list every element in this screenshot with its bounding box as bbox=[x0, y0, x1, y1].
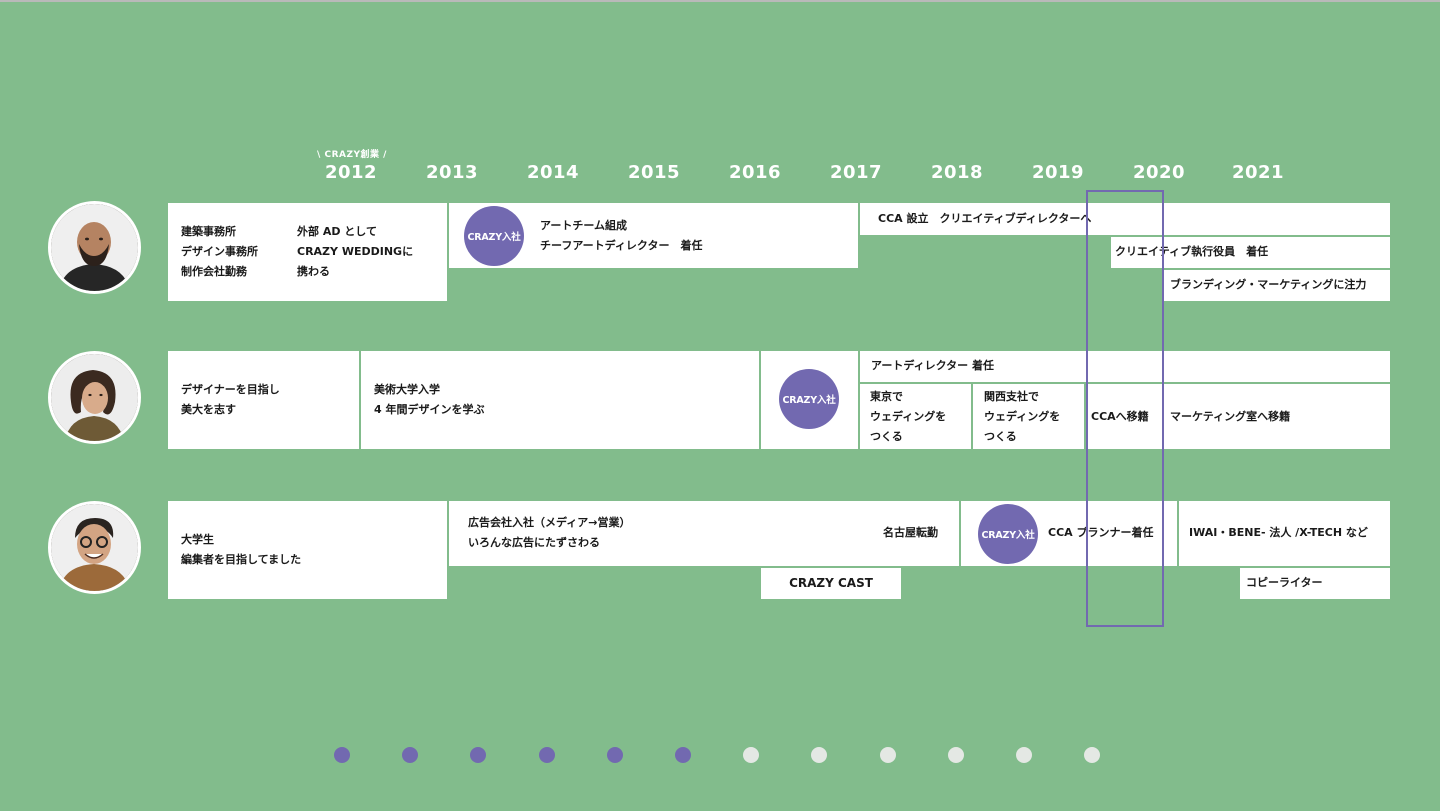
text: つくる bbox=[870, 430, 903, 443]
year-2020: 2020 bbox=[1132, 162, 1186, 183]
text: 美術大学入学 bbox=[374, 383, 440, 396]
pagination-dot-2[interactable] bbox=[402, 747, 419, 763]
text: 外部 AD として bbox=[297, 225, 377, 238]
row3-cell-iwai-bene: IWAI・BENE- 法人 /X-TECH など bbox=[1179, 501, 1390, 566]
text: 美大を志す bbox=[181, 403, 236, 416]
person-1-avatar bbox=[48, 201, 141, 294]
text: マーケティング室へ移籍 bbox=[1170, 410, 1291, 423]
row2-cell-aspire: デザイナーを目指し 美大を志す bbox=[168, 351, 359, 449]
text: 建築事務所 bbox=[181, 225, 236, 238]
row1-crazy-join-badge: CRAZY入社 bbox=[464, 206, 524, 266]
text: コピーライター bbox=[1246, 576, 1323, 589]
row3-crazy-join-badge: CRAZY入社 bbox=[978, 504, 1038, 564]
text: CCA 設立 クリエイティブディレクターへ bbox=[878, 212, 1092, 225]
row2-cell-marketing: マーケティング室へ移籍 bbox=[1164, 384, 1390, 449]
text: 制作会社勤務 bbox=[181, 265, 247, 278]
person-2-avatar bbox=[48, 351, 141, 444]
text: CCA プランナー着任 bbox=[1048, 526, 1154, 539]
text: デザイナーを目指し bbox=[181, 383, 280, 396]
person-3-avatar bbox=[48, 501, 141, 594]
text: 関西支社で bbox=[984, 390, 1039, 403]
text: アートディレクター 着任 bbox=[871, 359, 994, 372]
person-2-portrait bbox=[51, 354, 138, 441]
row1-cell-cca: CCA 設立 クリエイティブディレクターへ bbox=[860, 203, 1390, 235]
text: 広告会社入社（メディア→営業） bbox=[468, 516, 631, 529]
row2-crazy-join-badge: CRAZY入社 bbox=[779, 369, 839, 429]
year-2016: 2016 bbox=[728, 162, 782, 183]
row3-cell-university: 大学生 編集者を目指してました bbox=[168, 501, 447, 599]
row3-cell-ad-agency: 広告会社入社（メディア→営業） いろんな広告にたずさわる 名古屋転勤 bbox=[449, 501, 959, 566]
person-1-portrait bbox=[51, 204, 138, 291]
text: CRAZY WEDDINGに bbox=[297, 245, 414, 258]
person-3-portrait bbox=[51, 504, 138, 591]
text: 4 年間デザインを学ぶ bbox=[374, 403, 485, 416]
text: ウェディングを bbox=[870, 410, 947, 423]
pagination-dot-1[interactable] bbox=[334, 747, 350, 763]
year-2015: 2015 bbox=[627, 162, 681, 183]
nagoya-transfer-text: 名古屋転勤 bbox=[883, 526, 938, 539]
row1-cell-branding: ブランディング・マーケティングに注力 bbox=[1164, 270, 1390, 301]
pagination-dot-3[interactable] bbox=[470, 747, 487, 763]
row2-cell-kansai: 関西支社で ウェディングを つくる bbox=[973, 384, 1084, 449]
text: いろんな広告にたずさわる bbox=[468, 536, 600, 549]
text: ブランディング・マーケティングに注力 bbox=[1170, 278, 1367, 291]
pagination-dot-7[interactable] bbox=[743, 747, 760, 763]
year-2014: 2014 bbox=[526, 162, 580, 183]
text: クリエイティブ執行役員 着任 bbox=[1115, 245, 1269, 258]
text: 携わる bbox=[297, 265, 330, 278]
row2-cell-art-director: アートディレクター 着任 bbox=[860, 351, 1390, 382]
year-2019: 2019 bbox=[1031, 162, 1085, 183]
year-2020-highlight-frame bbox=[1086, 190, 1164, 627]
pagination-dot-9[interactable] bbox=[879, 747, 896, 763]
text: 大学生 bbox=[181, 533, 214, 546]
pagination-dot-8[interactable] bbox=[811, 747, 828, 763]
pagination-dot-6[interactable] bbox=[675, 747, 691, 763]
row1-cell-pre-crazy: 建築事務所 デザイン事務所 制作会社勤務 外部 AD として CRAZY WED… bbox=[168, 203, 447, 301]
text: ウェディングを bbox=[984, 410, 1061, 423]
pagination-dot-4[interactable] bbox=[538, 747, 555, 763]
pagination-dot-11[interactable] bbox=[1016, 747, 1032, 763]
year-2017: 2017 bbox=[829, 162, 883, 183]
year-2012: 2012 bbox=[324, 162, 378, 183]
row1-cell-exec: クリエイティブ執行役員 着任 bbox=[1111, 237, 1390, 268]
text: 東京で bbox=[870, 390, 903, 403]
text: 編集者を目指してました bbox=[181, 553, 302, 566]
row3-cell-copywriter: コピーライター bbox=[1240, 568, 1390, 599]
year-2018: 2018 bbox=[930, 162, 984, 183]
row2-cell-cca-transfer: CCAへ移籍 bbox=[1086, 384, 1162, 449]
text: CCAへ移籍 bbox=[1091, 410, 1149, 423]
text: つくる bbox=[984, 430, 1017, 443]
row3-cell-crazy-cast: CRAZY CAST bbox=[761, 568, 901, 599]
row2-cell-tokyo: 東京で ウェディングを つくる bbox=[860, 384, 971, 449]
pagination-dot-10[interactable] bbox=[947, 747, 964, 763]
text: チーフアートディレクター 着任 bbox=[540, 239, 703, 252]
pagination-dot-5[interactable] bbox=[606, 747, 623, 763]
founding-label: \ CRAZY創業 / bbox=[317, 150, 387, 160]
year-2021: 2021 bbox=[1231, 162, 1285, 183]
text: アートチーム組成 bbox=[540, 219, 628, 232]
year-2013: 2013 bbox=[425, 162, 479, 183]
text: CRAZY CAST bbox=[789, 576, 873, 590]
window-top-border bbox=[0, 0, 1440, 2]
row2-cell-art-university: 美術大学入学 4 年間デザインを学ぶ bbox=[361, 351, 759, 449]
pagination-dot-12[interactable] bbox=[1084, 747, 1101, 763]
text: IWAI・BENE- 法人 /X-TECH など bbox=[1189, 526, 1368, 539]
text: デザイン事務所 bbox=[181, 245, 258, 258]
